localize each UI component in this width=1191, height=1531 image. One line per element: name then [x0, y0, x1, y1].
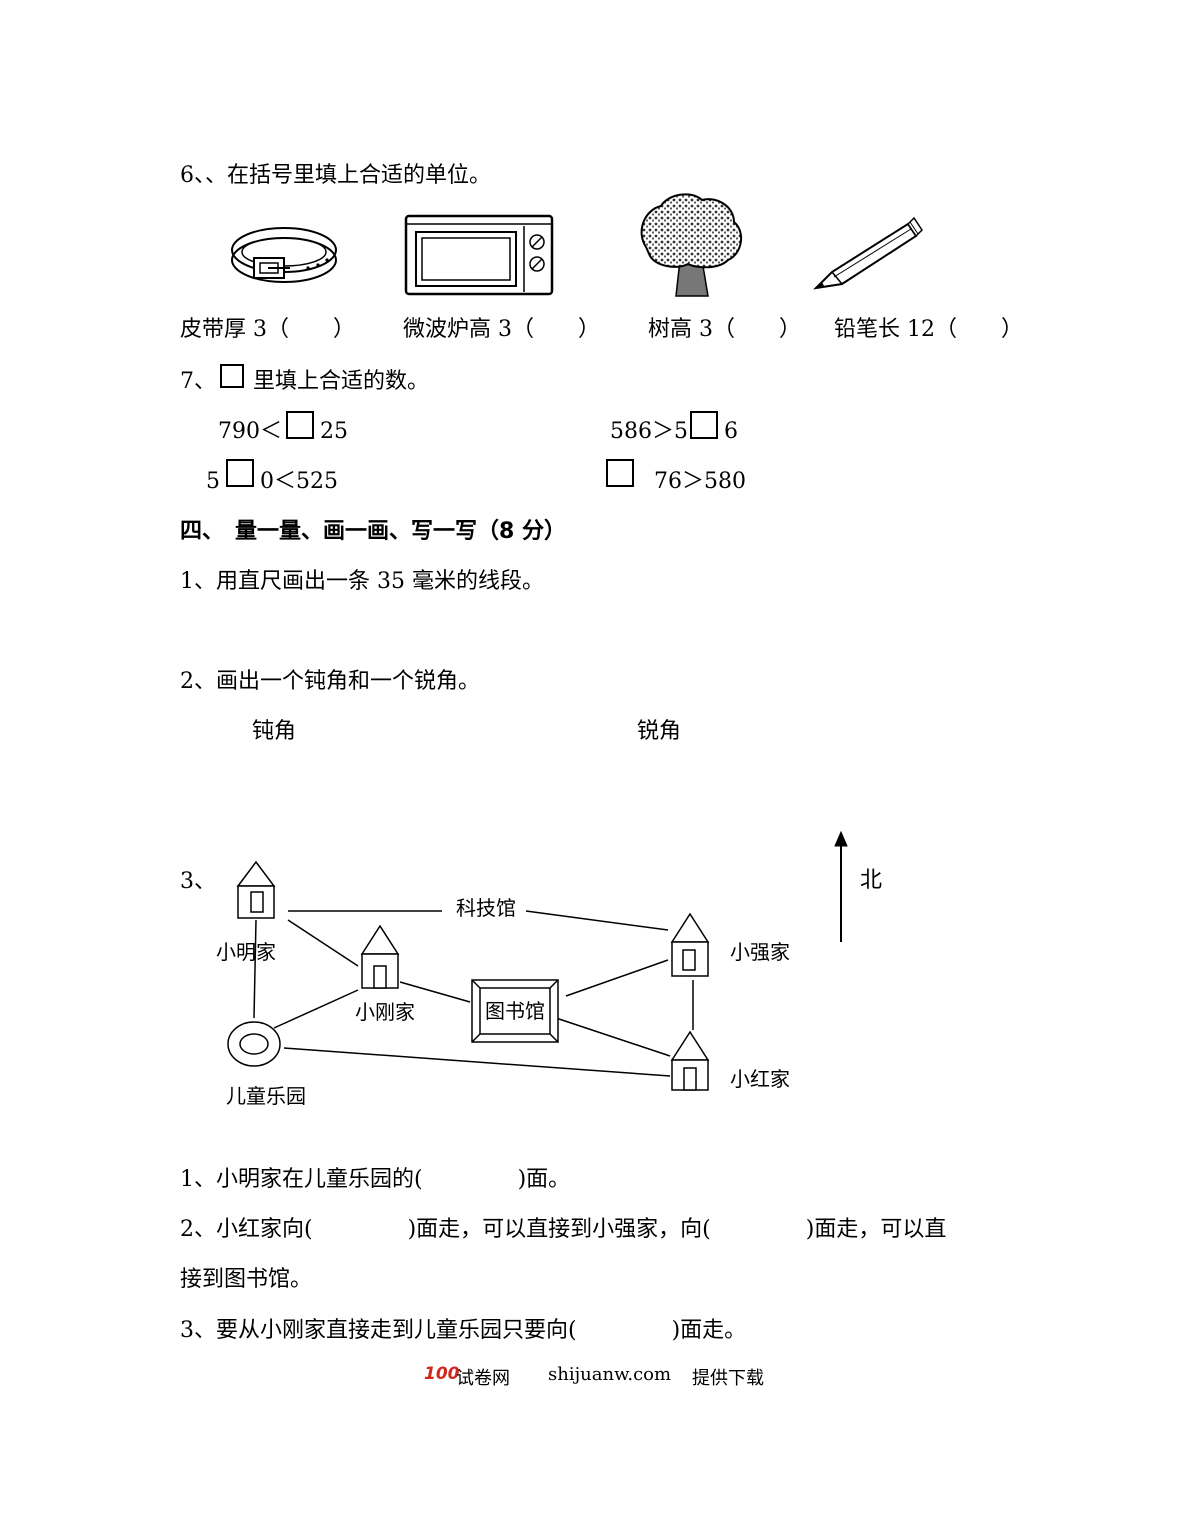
footer-domain: shijuanw.com [548, 1364, 672, 1385]
q7-eq2-left: 586＞5 [610, 419, 688, 444]
site-logo-icon: 100 [424, 1364, 460, 1384]
map-question-2-line1: 2、小红家向( )面走，可以直接到小强家，向( )面走，可以直 [180, 1217, 947, 1242]
map-north-label: 北 [860, 868, 883, 893]
acute-angle-label: 锐角 [637, 719, 682, 744]
q7-eq1-box[interactable] [286, 411, 314, 439]
q6-item-belt: 皮带厚 3（ ） [180, 317, 355, 342]
path-xiaoming-park [253, 919, 257, 1019]
belt-icon [231, 227, 337, 283]
q7-eq1-right: 25 [320, 419, 348, 444]
q7-suffix: 里填上合适的数。 [253, 369, 430, 394]
obtuse-angle-label: 钝角 [252, 719, 297, 744]
map-library-label: 图书馆 [485, 999, 545, 1023]
xiaoming-house-icon [236, 860, 276, 919]
map-xiaogang-label: 小刚家 [355, 1000, 415, 1024]
section4-q3-label: 3、 [180, 869, 216, 894]
q6-item-microwave: 微波炉高 3（ ） [403, 317, 600, 342]
section4-q2: 2、画出一个钝角和一个锐角。 [180, 669, 480, 694]
q7-eq3-right: 0＜525 [260, 469, 338, 494]
path-library-xiaoqiang [565, 959, 669, 997]
q7-eq2-box[interactable] [690, 411, 718, 439]
xiaogang-house-icon [360, 924, 400, 989]
path-xiaogang-park [273, 989, 359, 1029]
map-question-3: 3、要从小刚家直接走到儿童乐园只要向( )面走。 [180, 1318, 747, 1343]
map-kejiguan-label: 科技馆 [456, 896, 516, 920]
map-question-1: 1、小明家在儿童乐园的( )面。 [180, 1167, 571, 1192]
microwave-icon [404, 214, 554, 296]
map-question-2-line2: 接到图书馆。 [180, 1267, 313, 1292]
q7-eq1-left: 790＜ [218, 419, 282, 444]
section4-title: 四、 量一量、画一画、写一写（8 分） [180, 519, 566, 544]
map-xiaoming-label: 小明家 [216, 940, 276, 964]
pencil-icon [813, 216, 923, 290]
q7-box-icon [220, 364, 244, 388]
section4-q1: 1、用直尺画出一条 35 毫米的线段。 [180, 569, 544, 594]
map-xiaoqiang-label: 小强家 [730, 940, 790, 964]
q7-eq3-left: 5 [206, 469, 220, 494]
q7-eq4-box[interactable] [606, 459, 634, 487]
q7-prefix: 7、 [180, 369, 216, 394]
q7-eq4-right: 76＞580 [654, 469, 746, 494]
library-frame-icon [471, 979, 559, 1043]
map-xiaohong-label: 小红家 [730, 1067, 790, 1091]
q6-heading: 6、、在括号里填上合适的单位。 [180, 163, 491, 188]
path-xiaoming-xiaogang [287, 919, 359, 967]
xiaohong-house-icon [670, 1030, 710, 1091]
path-xiaogang-library [399, 981, 471, 1003]
q6-item-tree: 树高 3（ ） [648, 317, 801, 342]
q7-eq2-right: 6 [724, 419, 738, 444]
map-park-label: 儿童乐园 [226, 1084, 306, 1108]
xiaoqiang-house-icon [670, 912, 710, 977]
path-library-xiaohong [555, 1017, 671, 1057]
north-arrow-icon [834, 830, 848, 942]
path-kejiguan-xiaoqiang [525, 910, 669, 931]
q6-item-pencil: 铅笔长 12（ ） [834, 317, 1023, 342]
footer-note: 提供下载 [692, 1368, 764, 1389]
footer-site-name: 试卷网 [456, 1368, 510, 1389]
q7-eq3-box[interactable] [226, 459, 254, 487]
tree-icon [640, 193, 743, 297]
park-icon [227, 1021, 281, 1067]
path-park-xiaohong [283, 1047, 671, 1077]
